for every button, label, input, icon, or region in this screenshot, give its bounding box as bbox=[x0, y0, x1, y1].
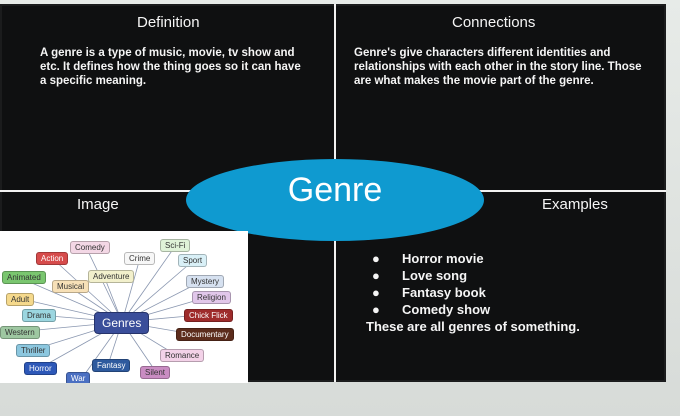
genre-tag-documentary: Documentary bbox=[176, 328, 234, 341]
genre-tag-adventure: Adventure bbox=[88, 270, 135, 283]
genre-tag-war: War bbox=[66, 372, 91, 383]
example-text: Horror movie bbox=[402, 251, 484, 266]
genre-tag-musical: Musical bbox=[52, 280, 90, 293]
example-item: ● Comedy show bbox=[372, 301, 490, 318]
connector-line bbox=[121, 257, 141, 323]
example-item: ● Horror movie bbox=[372, 250, 490, 267]
connector-line bbox=[85, 246, 123, 323]
genre-tag-horror: Horror bbox=[24, 362, 57, 375]
bullet: ● bbox=[372, 285, 380, 300]
genre-tag-fantasy: Fantasy bbox=[92, 359, 131, 372]
bullet: ● bbox=[372, 268, 380, 283]
example-text: Love song bbox=[402, 268, 468, 283]
example-item: ● Love song bbox=[372, 267, 490, 284]
genre-tag-comedy: Comedy bbox=[70, 241, 110, 254]
image-title: Image bbox=[77, 196, 119, 213]
genre-tag-chick-flick: Chick Flick bbox=[184, 309, 233, 322]
genre-tag-romance: Romance bbox=[160, 349, 205, 362]
genre-tag-western: Western bbox=[0, 326, 40, 339]
genre-center-label: Genre bbox=[287, 171, 383, 209]
genre-tag-sport: Sport bbox=[178, 254, 208, 267]
example-text: Comedy show bbox=[402, 302, 491, 317]
connector-line bbox=[121, 259, 195, 323]
genre-tag-mystery: Mystery bbox=[186, 275, 224, 288]
examples-summary: These are all genres of something. bbox=[366, 319, 580, 334]
bullet: ● bbox=[372, 302, 380, 317]
connections-text: Genre's give characters different identi… bbox=[354, 47, 642, 87]
genre-tag-thriller: Thriller bbox=[16, 344, 51, 357]
definition-text: A genre is a type of music, movie, tv sh… bbox=[40, 47, 301, 87]
examples-title: Examples bbox=[542, 196, 608, 213]
bullet: ● bbox=[372, 251, 380, 266]
genre-tag-silent: Silent bbox=[140, 366, 171, 379]
connections-title: Connections bbox=[452, 14, 536, 31]
genre-tag-action: Action bbox=[36, 252, 69, 265]
example-item: ● Fantasy book bbox=[372, 284, 490, 301]
genre-tag-animated: Animated bbox=[2, 271, 46, 284]
genre-tag-adult: Adult bbox=[6, 293, 35, 306]
example-text: Fantasy book bbox=[402, 285, 486, 300]
definition-title: Definition bbox=[137, 14, 200, 31]
genres-center-node: Genres bbox=[94, 312, 150, 334]
examples-list: ● Horror movie ● Love song ● Fantasy book ●… bbox=[372, 250, 490, 318]
genre-oval bbox=[186, 159, 484, 241]
genre-tag-crime: Crime bbox=[124, 252, 156, 265]
genre-tag-sci-fi: Sci-Fi bbox=[160, 239, 191, 252]
genre-tag-religion: Religion bbox=[192, 291, 231, 304]
genre-tag-drama: Drama bbox=[22, 309, 57, 322]
connector-line bbox=[121, 244, 177, 323]
